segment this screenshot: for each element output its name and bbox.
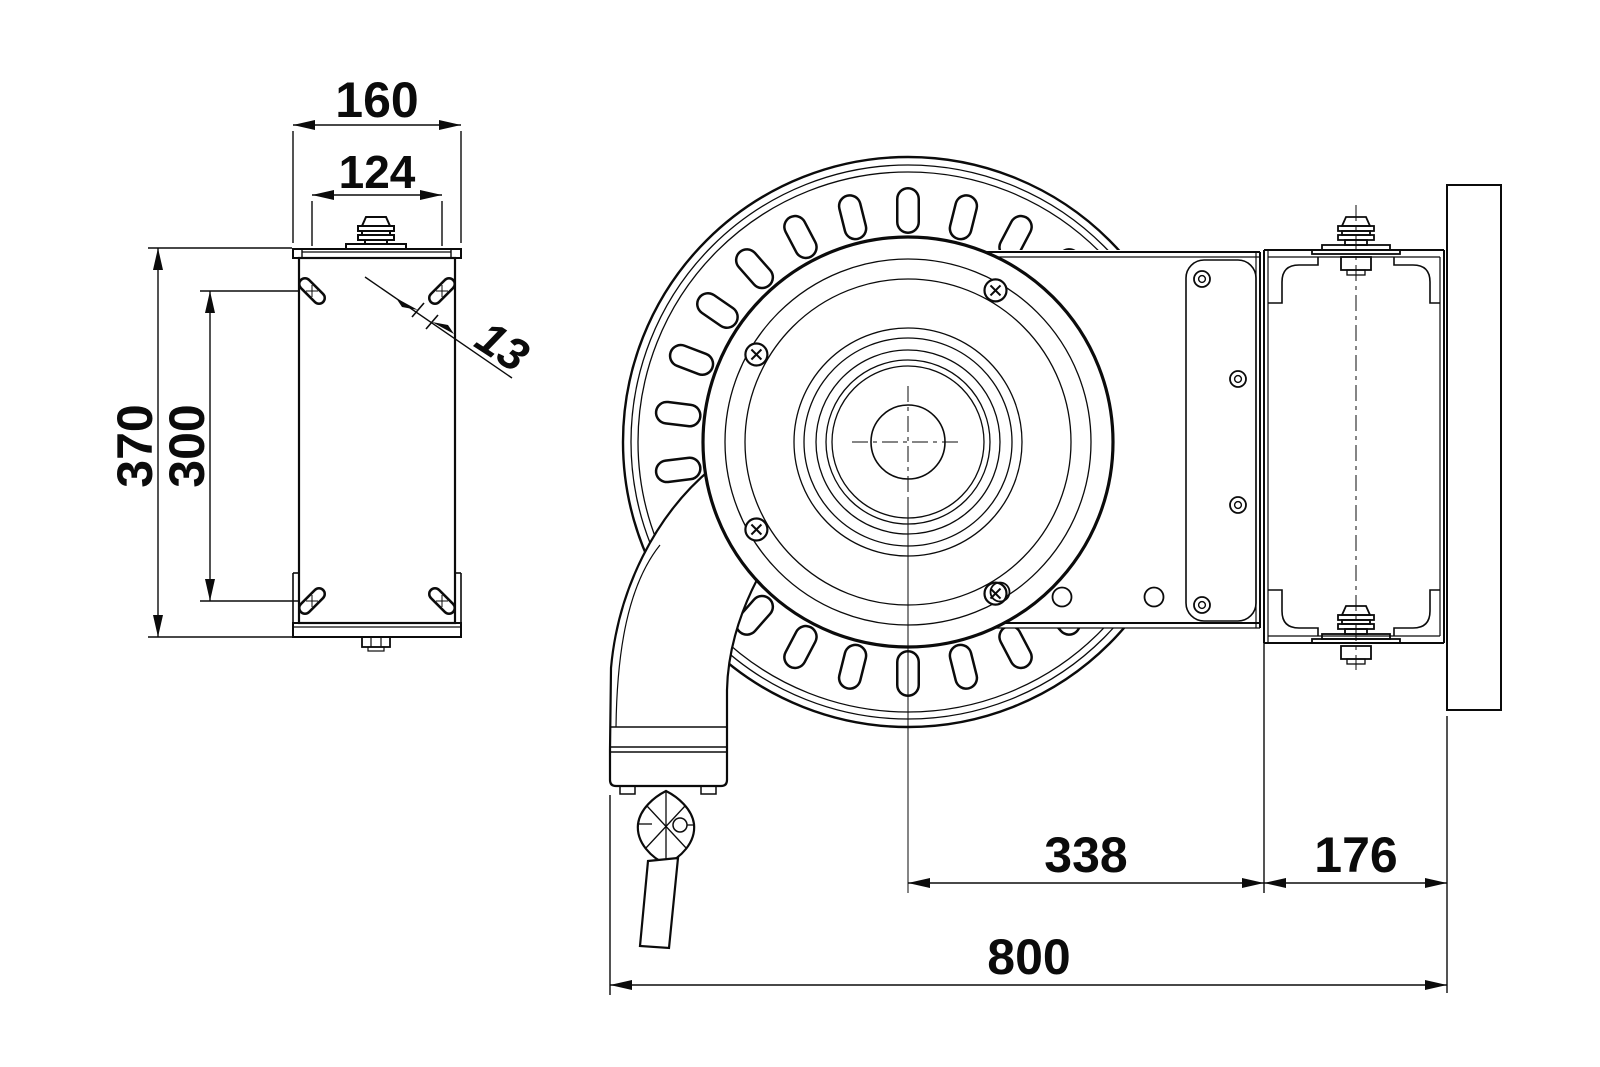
label-13: 13 bbox=[467, 310, 539, 382]
center-lines bbox=[852, 386, 963, 893]
vent-slot bbox=[785, 627, 816, 667]
side-view-bottom-nub bbox=[361, 636, 391, 652]
pivot-pin-top bbox=[1311, 216, 1401, 276]
side-view-bottom-flange bbox=[292, 622, 462, 638]
vent-slot bbox=[840, 646, 865, 688]
dim-800 bbox=[609, 795, 1447, 995]
dim-300 bbox=[200, 290, 298, 602]
label-300: 300 bbox=[159, 404, 215, 487]
disc-screw bbox=[744, 342, 769, 367]
dim-13-leader bbox=[364, 276, 513, 379]
wall-mount-plate bbox=[1446, 184, 1502, 711]
side-view-pivot-pin bbox=[345, 216, 407, 250]
dim-338 bbox=[908, 633, 1265, 893]
support-plate-screws bbox=[1193, 270, 1247, 614]
vent-slot bbox=[657, 459, 700, 481]
vent-slot bbox=[951, 196, 976, 238]
vent-slot bbox=[698, 294, 737, 327]
front-view bbox=[608, 155, 1261, 950]
vent-slot bbox=[951, 646, 976, 688]
dim-370 bbox=[148, 247, 292, 638]
support-plate-panel bbox=[1185, 259, 1257, 622]
side-view-mounting-slots bbox=[298, 277, 456, 615]
label-124: 124 bbox=[339, 146, 416, 198]
vent-slot bbox=[1000, 217, 1031, 257]
label-176: 176 bbox=[1314, 827, 1397, 883]
vent-slot bbox=[1000, 627, 1031, 667]
side-view-side-tabs bbox=[292, 572, 462, 623]
dim-160 bbox=[292, 120, 462, 243]
bracket-corner-gussets bbox=[1268, 257, 1440, 636]
vent-slot bbox=[840, 196, 865, 238]
vent-slot bbox=[785, 217, 816, 257]
vent-slot bbox=[737, 250, 772, 287]
swivel-bracket bbox=[1263, 205, 1445, 670]
dimension-labels: 160 124 370 300 13 338 176 800 bbox=[107, 72, 1398, 985]
vent-slot bbox=[671, 346, 712, 374]
disc-holes bbox=[989, 581, 1165, 608]
vent-slot bbox=[657, 403, 700, 425]
label-370: 370 bbox=[107, 404, 163, 487]
label-800: 800 bbox=[987, 929, 1070, 985]
vent-slot bbox=[737, 597, 772, 634]
pivot-pin-bottom bbox=[1311, 605, 1401, 665]
hose-end bbox=[638, 856, 680, 950]
dimensions bbox=[148, 120, 1448, 995]
dim-124 bbox=[311, 190, 443, 246]
side-view bbox=[292, 216, 462, 652]
dim-176 bbox=[1264, 716, 1448, 993]
disc-screw bbox=[744, 517, 769, 542]
disc-screw bbox=[983, 278, 1008, 303]
label-338: 338 bbox=[1044, 827, 1127, 883]
side-view-top-flange bbox=[292, 248, 462, 259]
label-160: 160 bbox=[335, 72, 418, 128]
side-view-body bbox=[297, 256, 457, 625]
hose-stop bbox=[636, 789, 696, 866]
